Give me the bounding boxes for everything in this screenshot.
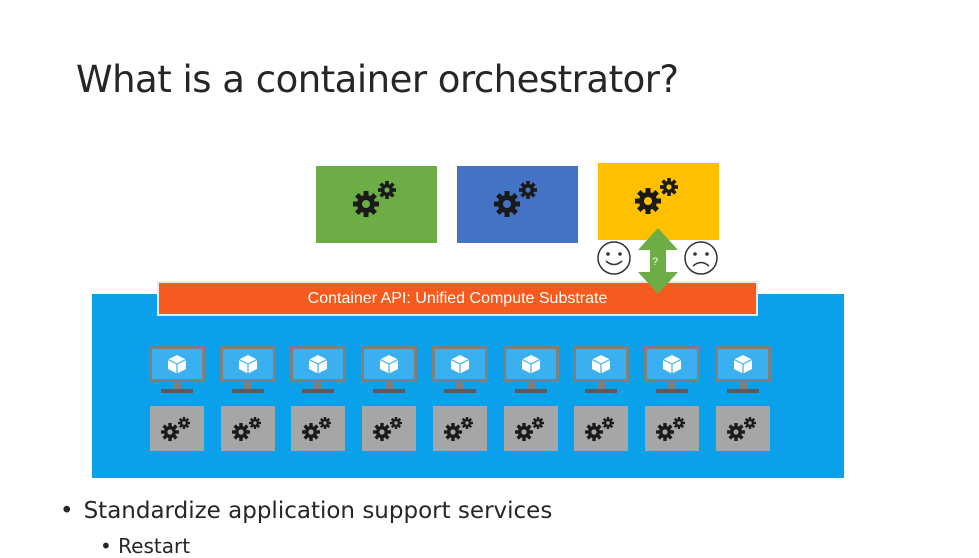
cluster-node <box>572 345 630 455</box>
vm-monitor-icon <box>643 346 700 393</box>
smiley-face-icon <box>597 241 631 275</box>
cluster-node <box>148 345 206 455</box>
cluster-node <box>360 345 418 455</box>
cluster-node <box>714 345 772 455</box>
container-api-label: Container API: Unified Compute Substrate <box>307 289 608 307</box>
gears-icon <box>302 417 332 441</box>
gears-icon <box>726 417 756 441</box>
app-box-green <box>316 166 437 243</box>
physical-host <box>291 406 346 451</box>
vm-monitor-icon <box>219 346 276 393</box>
app-box-blue <box>457 166 578 243</box>
gears-icon <box>494 181 537 217</box>
gears-icon <box>443 417 473 441</box>
physical-host <box>503 406 558 451</box>
physical-host <box>644 406 699 451</box>
bullet-item: •Standardize application support service… <box>60 498 553 524</box>
sub-bullet-item: • Restart <box>100 534 191 558</box>
cluster-node <box>431 345 489 455</box>
vm-monitor-icon <box>502 346 559 393</box>
sad-face-icon <box>684 241 718 275</box>
physical-host <box>362 406 417 451</box>
vm-monitor-icon <box>431 346 488 393</box>
cluster-node <box>643 345 701 455</box>
physical-host <box>715 406 770 451</box>
physical-host <box>574 406 629 451</box>
bullet-list: •Standardize application support service… <box>60 498 553 558</box>
cluster-node <box>289 345 347 455</box>
physical-host <box>220 406 275 451</box>
gears-icon <box>161 417 190 441</box>
cluster-node <box>219 345 277 455</box>
gears-icon <box>514 417 544 441</box>
sub-bullet-text: Restart <box>118 534 191 558</box>
gears-icon <box>655 417 685 441</box>
cluster-node <box>502 345 560 455</box>
gears-icon <box>585 417 615 441</box>
gears-icon <box>635 178 678 214</box>
bullet-text: Standardize application support services <box>83 498 553 524</box>
vm-monitor-icon <box>361 346 418 393</box>
app-box-yellow <box>598 163 719 240</box>
vm-monitor-icon <box>290 346 347 393</box>
physical-host <box>432 406 487 451</box>
slide-title: What is a container orchestrator? <box>76 58 679 101</box>
gears-icon <box>373 417 403 441</box>
gears-icon <box>353 181 396 217</box>
vm-monitor-icon <box>149 346 205 393</box>
compatibility-question: ? <box>652 256 659 268</box>
double-arrow-icon <box>638 228 678 294</box>
vm-monitor-icon <box>573 346 630 393</box>
vm-monitor-icon <box>714 346 771 393</box>
gears-icon <box>231 417 261 441</box>
physical-host <box>150 406 204 451</box>
